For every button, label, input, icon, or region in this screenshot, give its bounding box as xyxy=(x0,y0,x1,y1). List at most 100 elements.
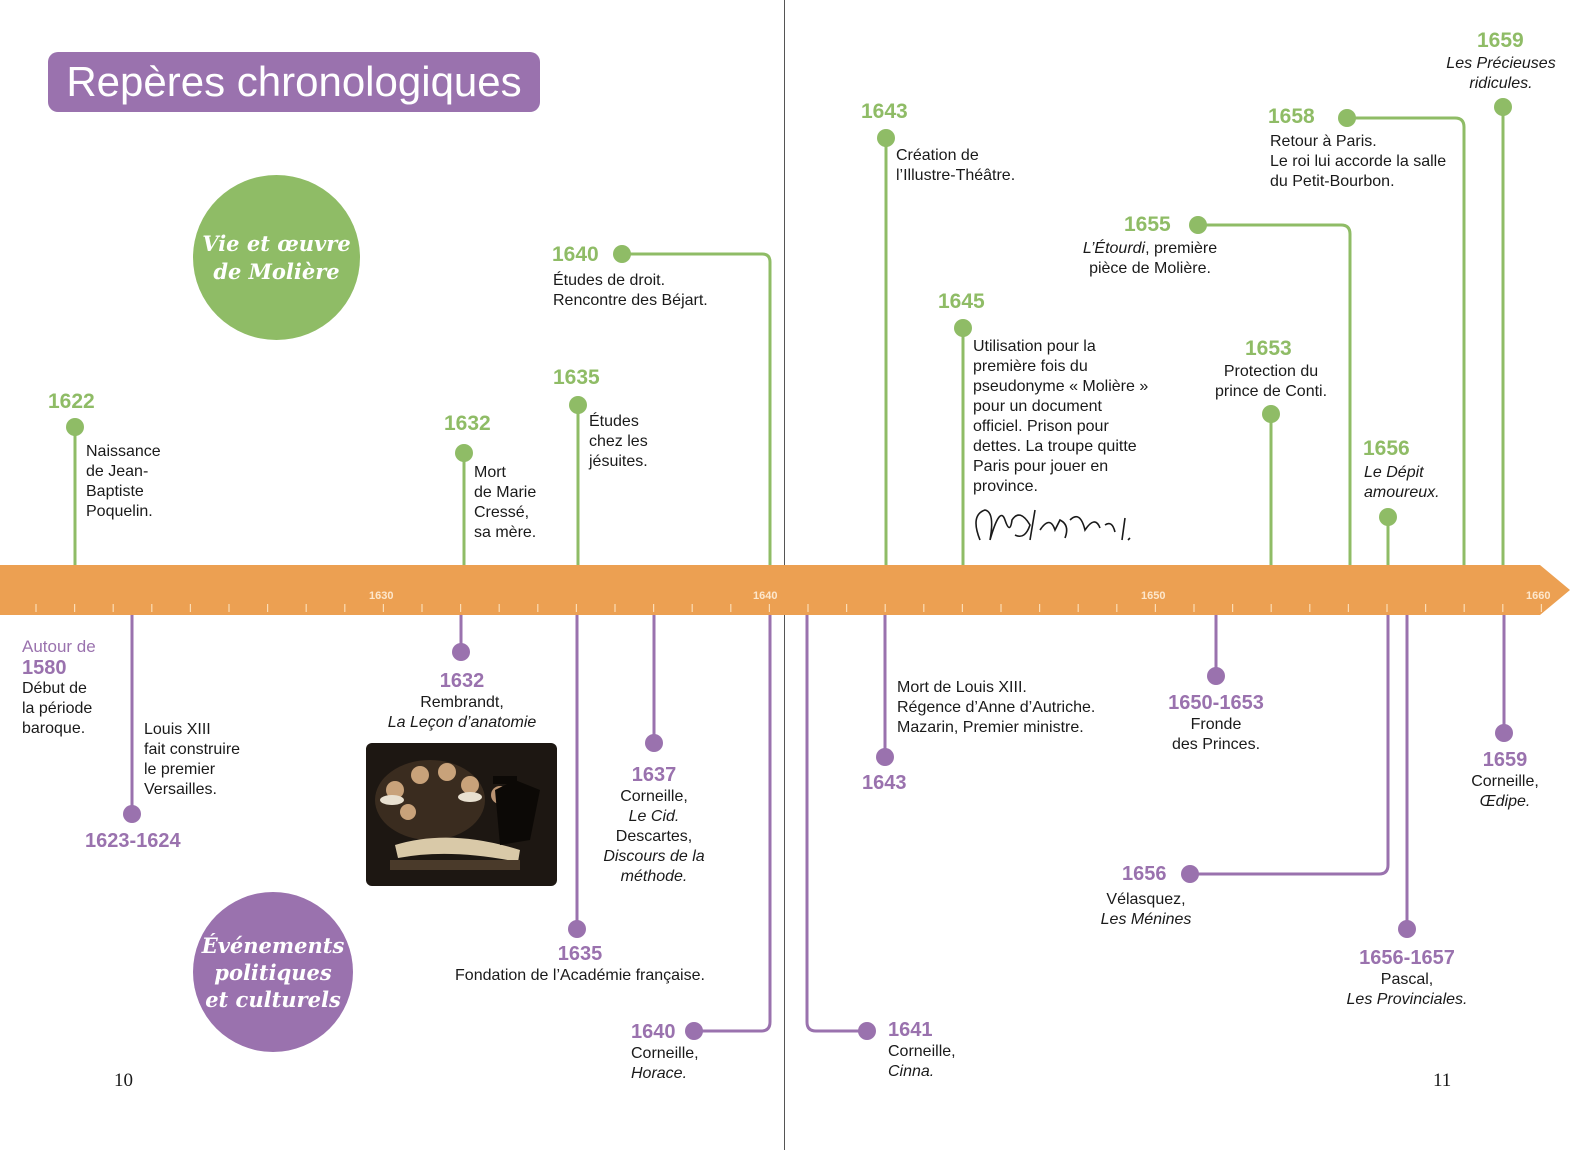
event-year: 1650-1653 xyxy=(1168,692,1264,714)
text-line: la période xyxy=(22,700,93,717)
dot-1637 xyxy=(645,734,663,752)
event-1622-text: Naissance de Jean- Baptiste Poquelin. xyxy=(86,442,161,522)
dot-1658 xyxy=(1338,109,1356,127)
moliere-signature xyxy=(975,509,1131,541)
text-line: Baptiste xyxy=(86,483,144,500)
text-line: première fois du xyxy=(973,358,1088,375)
context-1637: 1637 Corneille, Le Cid. Descartes, Disco… xyxy=(594,763,714,887)
context-1580: Autour de 1580 Début de la période baroq… xyxy=(22,637,96,739)
event-1656-green-year: 1656 xyxy=(1363,437,1410,460)
circle-events-line: et culturels xyxy=(205,986,341,1012)
event-1645-year: 1645 xyxy=(938,290,985,313)
timeline-arrow xyxy=(0,565,1570,615)
text-line: Rencontre des Béjart. xyxy=(553,292,708,309)
event-1653-text: Protection du prince de Conti. xyxy=(1196,362,1346,402)
event-year: 1659 xyxy=(1482,749,1528,771)
connector-1640-purple xyxy=(694,615,772,1033)
event-1656-green-text: Le Dépit amoureux. xyxy=(1364,463,1440,503)
circle-events-line: Événements xyxy=(201,932,345,958)
dot-1641 xyxy=(858,1022,876,1040)
dot-1622 xyxy=(66,418,84,436)
dot-1656-green xyxy=(1379,508,1397,526)
context-1643-text: Mort de Louis XIII. Régence d’Anne d’Aut… xyxy=(897,678,1095,738)
event-1645-text: Utilisation pour la première fois du pse… xyxy=(973,337,1148,497)
axis-label-1660: 1660 xyxy=(1526,590,1551,602)
context-1623-year: 1623-1624 xyxy=(85,830,181,852)
page-number-right: 11 xyxy=(1433,1070,1452,1091)
event-1658-text: Retour à Paris. Le roi lui accorde la sa… xyxy=(1270,132,1446,192)
dot-1635-purple xyxy=(568,920,586,938)
connector-1655 xyxy=(1198,223,1352,565)
text-line: Retour à Paris. xyxy=(1270,133,1377,150)
text-line: Fondation de l’Académie française. xyxy=(455,967,705,984)
text-line: dettes. La troupe quitte xyxy=(973,438,1137,455)
dot-1643-green xyxy=(877,129,895,147)
event-1640-green-text: Études de droit. Rencontre des Béjart. xyxy=(553,271,708,311)
dot-1640-purple xyxy=(685,1022,703,1040)
work-title: Horace. xyxy=(631,1065,688,1082)
title-box: Repères chronologiques xyxy=(48,52,540,112)
dot-1650 xyxy=(1207,667,1225,685)
context-1635: 1635 Fondation de l’Académie française. xyxy=(430,942,730,986)
text-line: Début de xyxy=(22,680,87,697)
dot-1645 xyxy=(954,319,972,337)
text-line: Naissance xyxy=(86,443,161,460)
dot-1659-purple xyxy=(1495,724,1513,742)
text-line: ridicules. xyxy=(1469,75,1533,92)
work-title: Le Cid. xyxy=(628,808,680,825)
text-line: Rembrandt, xyxy=(420,694,504,711)
text-line: Mort xyxy=(474,464,506,481)
text-line: Versailles. xyxy=(144,781,217,798)
text-line: province. xyxy=(973,478,1038,495)
event-year: 1640 xyxy=(631,1021,676,1043)
dot-1640-green xyxy=(613,245,631,263)
circle-life-line: de Molière xyxy=(213,258,340,284)
context-label: Autour de xyxy=(22,637,96,656)
context-1650-1653: 1650-1653 Fronde des Princes. xyxy=(1146,691,1286,755)
text-line: jésuites. xyxy=(589,453,648,470)
axis-label-1650: 1650 xyxy=(1141,590,1166,602)
connector-1656-purple xyxy=(1190,615,1390,876)
text-line: Corneille, xyxy=(888,1043,956,1060)
event-year: 1656-1657 xyxy=(1359,947,1455,969)
event-1632-green-year: 1632 xyxy=(444,412,491,435)
text-line: Études de droit. xyxy=(553,272,666,289)
work-title: Œdipe. xyxy=(1479,793,1531,810)
work-title: Les Ménines xyxy=(1100,911,1192,928)
dot-1655 xyxy=(1189,216,1207,234)
context-1656-1657: 1656-1657 Pascal, Les Provinciales. xyxy=(1336,946,1478,1010)
event-1655-year: 1655 xyxy=(1124,213,1171,236)
event-year: 1637 xyxy=(631,764,677,786)
dot-1635-green xyxy=(569,396,587,414)
text-line: baroque. xyxy=(22,720,86,737)
painting-anatomy-lesson xyxy=(366,743,557,886)
dot-1656-purple xyxy=(1181,865,1199,883)
connector-1641 xyxy=(805,615,867,1033)
dot-1623 xyxy=(123,805,141,823)
text-line: Mazarin, Premier ministre. xyxy=(897,719,1084,736)
event-1658-year: 1658 xyxy=(1268,105,1315,128)
page-number-left: 10 xyxy=(114,1070,133,1091)
work-title: L’Étourdi xyxy=(1082,240,1146,257)
text-line: Vélasquez, xyxy=(1106,891,1186,908)
text-line: Corneille, xyxy=(1471,773,1539,790)
context-1643-year: 1643 xyxy=(862,772,907,794)
event-1632-green-text: Mort de Marie Cressé, sa mère. xyxy=(474,463,536,543)
context-1659: 1659 Corneille, Œdipe. xyxy=(1460,748,1550,812)
text-line: Louis XIII xyxy=(144,721,211,738)
event-1643-green-year: 1643 xyxy=(861,100,908,123)
dot-1653 xyxy=(1262,405,1280,423)
event-year: 1632 xyxy=(439,670,485,692)
text-line: Création de xyxy=(896,147,979,164)
event-year: 1622 xyxy=(48,390,95,413)
circle-vie-oeuvre: Vie et œuvre de Molière xyxy=(193,175,360,340)
text-line: pièce de Molière. xyxy=(1089,260,1211,277)
work-title: La Leçon d’anatomie xyxy=(387,714,537,731)
dot-1643-purple xyxy=(876,748,894,766)
text-line: prince de Conti. xyxy=(1214,383,1328,400)
event-1653-year: 1653 xyxy=(1245,337,1292,360)
text-line: officiel. Prison pour xyxy=(973,418,1109,435)
text-line: Descartes, xyxy=(615,828,693,845)
event-year: 1580 xyxy=(22,657,67,679)
dot-1656-1657 xyxy=(1398,920,1416,938)
